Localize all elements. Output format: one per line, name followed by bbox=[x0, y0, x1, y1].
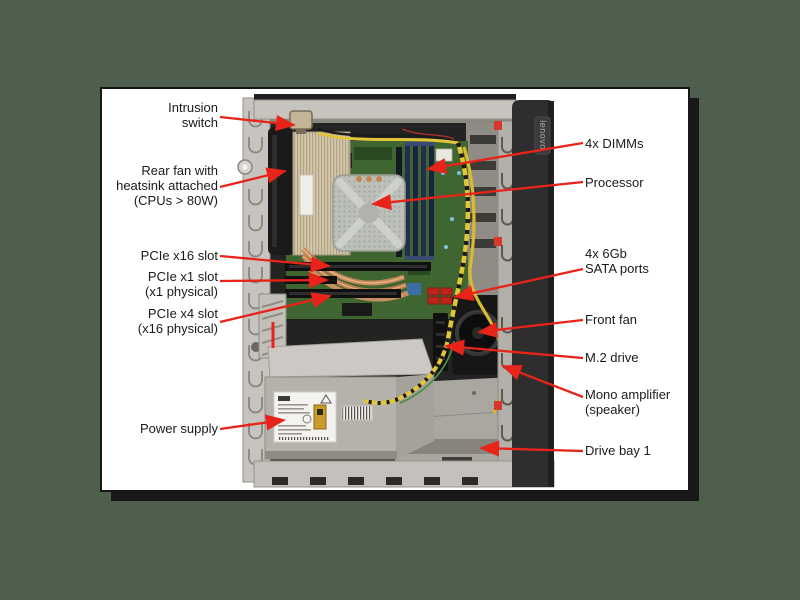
label-pcie-x1-slot: PCIe x1 slot (x1 physical) bbox=[145, 269, 218, 299]
arrow-sata-ports bbox=[453, 267, 584, 301]
label-processor: Processor bbox=[585, 175, 644, 190]
label-intrusion-switch: Intrusion switch bbox=[168, 100, 218, 130]
psu-gold-sticker bbox=[313, 404, 327, 430]
callout-arrows bbox=[219, 115, 584, 457]
label-mono-amplifier: Mono amplifier (speaker) bbox=[585, 387, 671, 417]
arrow-pcie-x1 bbox=[219, 272, 330, 289]
red-release-tab bbox=[494, 237, 502, 246]
bottom-rail bbox=[253, 460, 555, 488]
arrow-dimms bbox=[426, 141, 584, 174]
label-power-supply: Power supply bbox=[139, 421, 218, 436]
lenovo-badge bbox=[534, 116, 551, 155]
label-rear-fan: Rear fan with heatsink attached (CPUs > … bbox=[116, 163, 218, 208]
arrow-drive-bay-1 bbox=[478, 440, 584, 457]
red-release-tab bbox=[494, 401, 502, 410]
arrow-processor bbox=[370, 180, 584, 211]
psu-barcode-sticker bbox=[341, 405, 373, 421]
arrow-m2-drive bbox=[443, 339, 584, 360]
label-front-fan: Front fan bbox=[585, 312, 638, 327]
pch-chip bbox=[407, 283, 421, 295]
arrow-mono-amplifier bbox=[501, 364, 584, 399]
chassis: lenovo bbox=[237, 94, 555, 488]
psu-label bbox=[273, 391, 337, 443]
arrow-pcie-x4 bbox=[219, 292, 332, 324]
arrow-rear-fan bbox=[219, 167, 287, 189]
arrow-intrusion-switch bbox=[219, 115, 297, 132]
arrow-front-fan bbox=[477, 318, 584, 338]
label-m2-drive: M.2 drive bbox=[585, 350, 639, 365]
arrow-pcie-x16 bbox=[219, 254, 332, 273]
arrow-power-supply bbox=[219, 414, 286, 431]
lenovo-badge-text: lenovo bbox=[538, 120, 548, 150]
label-pcie-x4-slot: PCIe x4 slot (x16 physical) bbox=[137, 306, 218, 336]
diagram-card: lenovo Intrusion swit bbox=[100, 87, 690, 492]
label-drive-bay-1: Drive bay 1 bbox=[585, 443, 651, 458]
front-bezel: lenovo bbox=[512, 100, 554, 487]
computer-internal-photo: lenovo bbox=[219, 94, 584, 488]
label-sata-ports: 4x 6Gb SATA ports bbox=[585, 246, 649, 276]
heatsink-sticker bbox=[299, 174, 314, 216]
red-release-tab bbox=[494, 121, 502, 130]
label-pcie-x16-slot: PCIe x16 slot bbox=[140, 248, 218, 263]
power-supply-part bbox=[264, 338, 435, 460]
label-dimms: 4x DIMMs bbox=[585, 136, 644, 151]
